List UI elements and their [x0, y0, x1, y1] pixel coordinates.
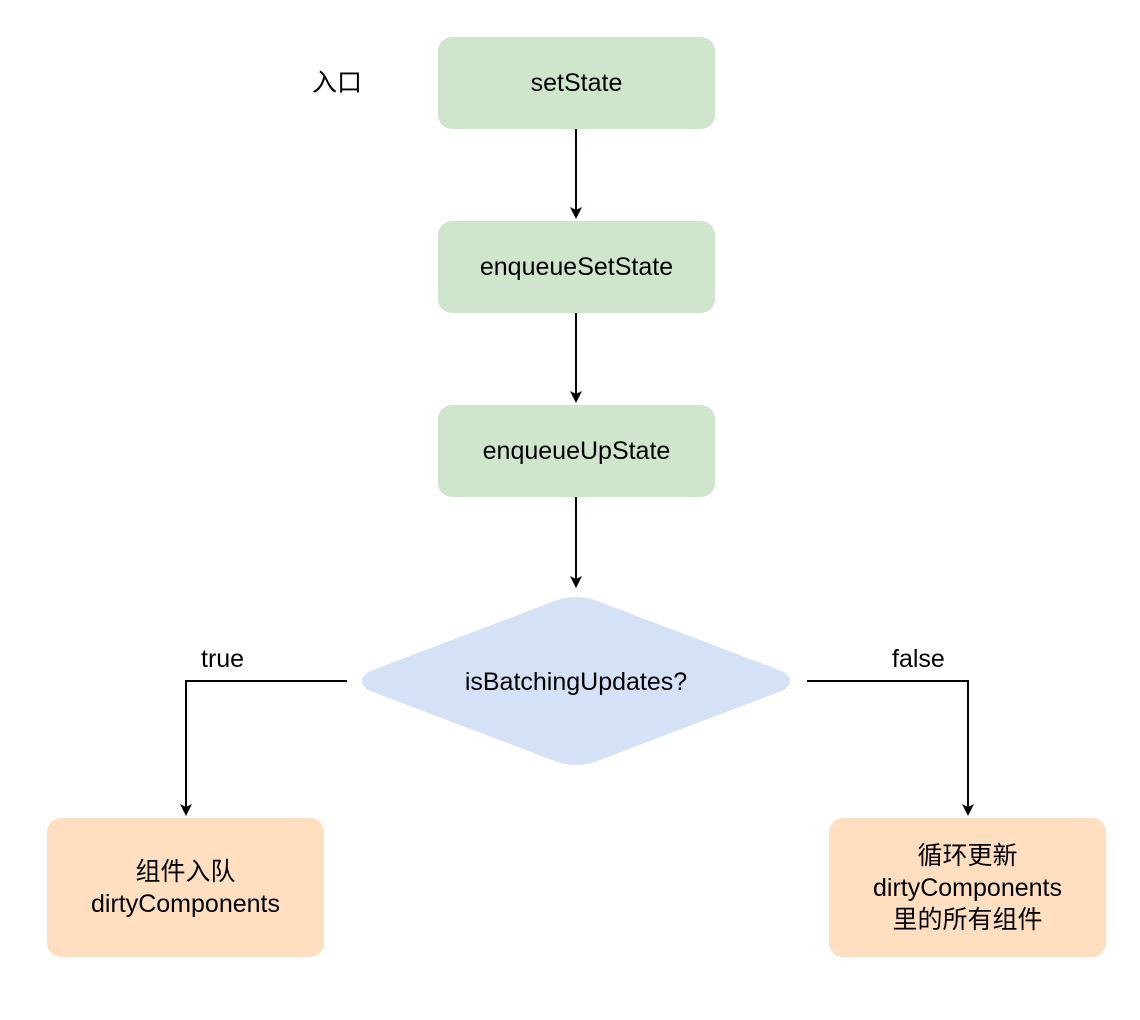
node-enqueue-upstate-label: enqueueUpState [482, 437, 671, 465]
edge-false-label: false [892, 645, 945, 673]
decision-label: isBatchingUpdates? [464, 668, 688, 696]
node-enqueue-setstate-label: enqueueSetState [479, 253, 674, 281]
edge-true-label: true [201, 645, 245, 673]
node-update-all-components-line-1: 循环更新 [917, 841, 1018, 870]
node-update-all-components: 循环更新 dirtyComponents 里的所有组件 [829, 818, 1106, 957]
edge-decision-false [807, 680, 974, 816]
node-enqueue-component-line-2: dirtyComponents [91, 889, 280, 918]
node-setstate-label: setState [530, 69, 623, 97]
edge-decision-true [180, 680, 347, 816]
decision-diamond [362, 597, 790, 765]
node-enqueue-component: 组件入队 dirtyComponents [47, 818, 324, 957]
node-setstate: setState [438, 37, 715, 129]
node-update-all-components-line-2: dirtyComponents [873, 873, 1062, 902]
node-update-all-components-line-3: 里的所有组件 [892, 905, 1043, 934]
node-enqueue-setstate: enqueueSetState [438, 221, 715, 313]
node-enqueue-component-line-1: 组件入队 [135, 857, 236, 886]
node-enqueue-upstate: enqueueUpState [438, 405, 715, 497]
entry-label: 入口 [312, 69, 363, 97]
